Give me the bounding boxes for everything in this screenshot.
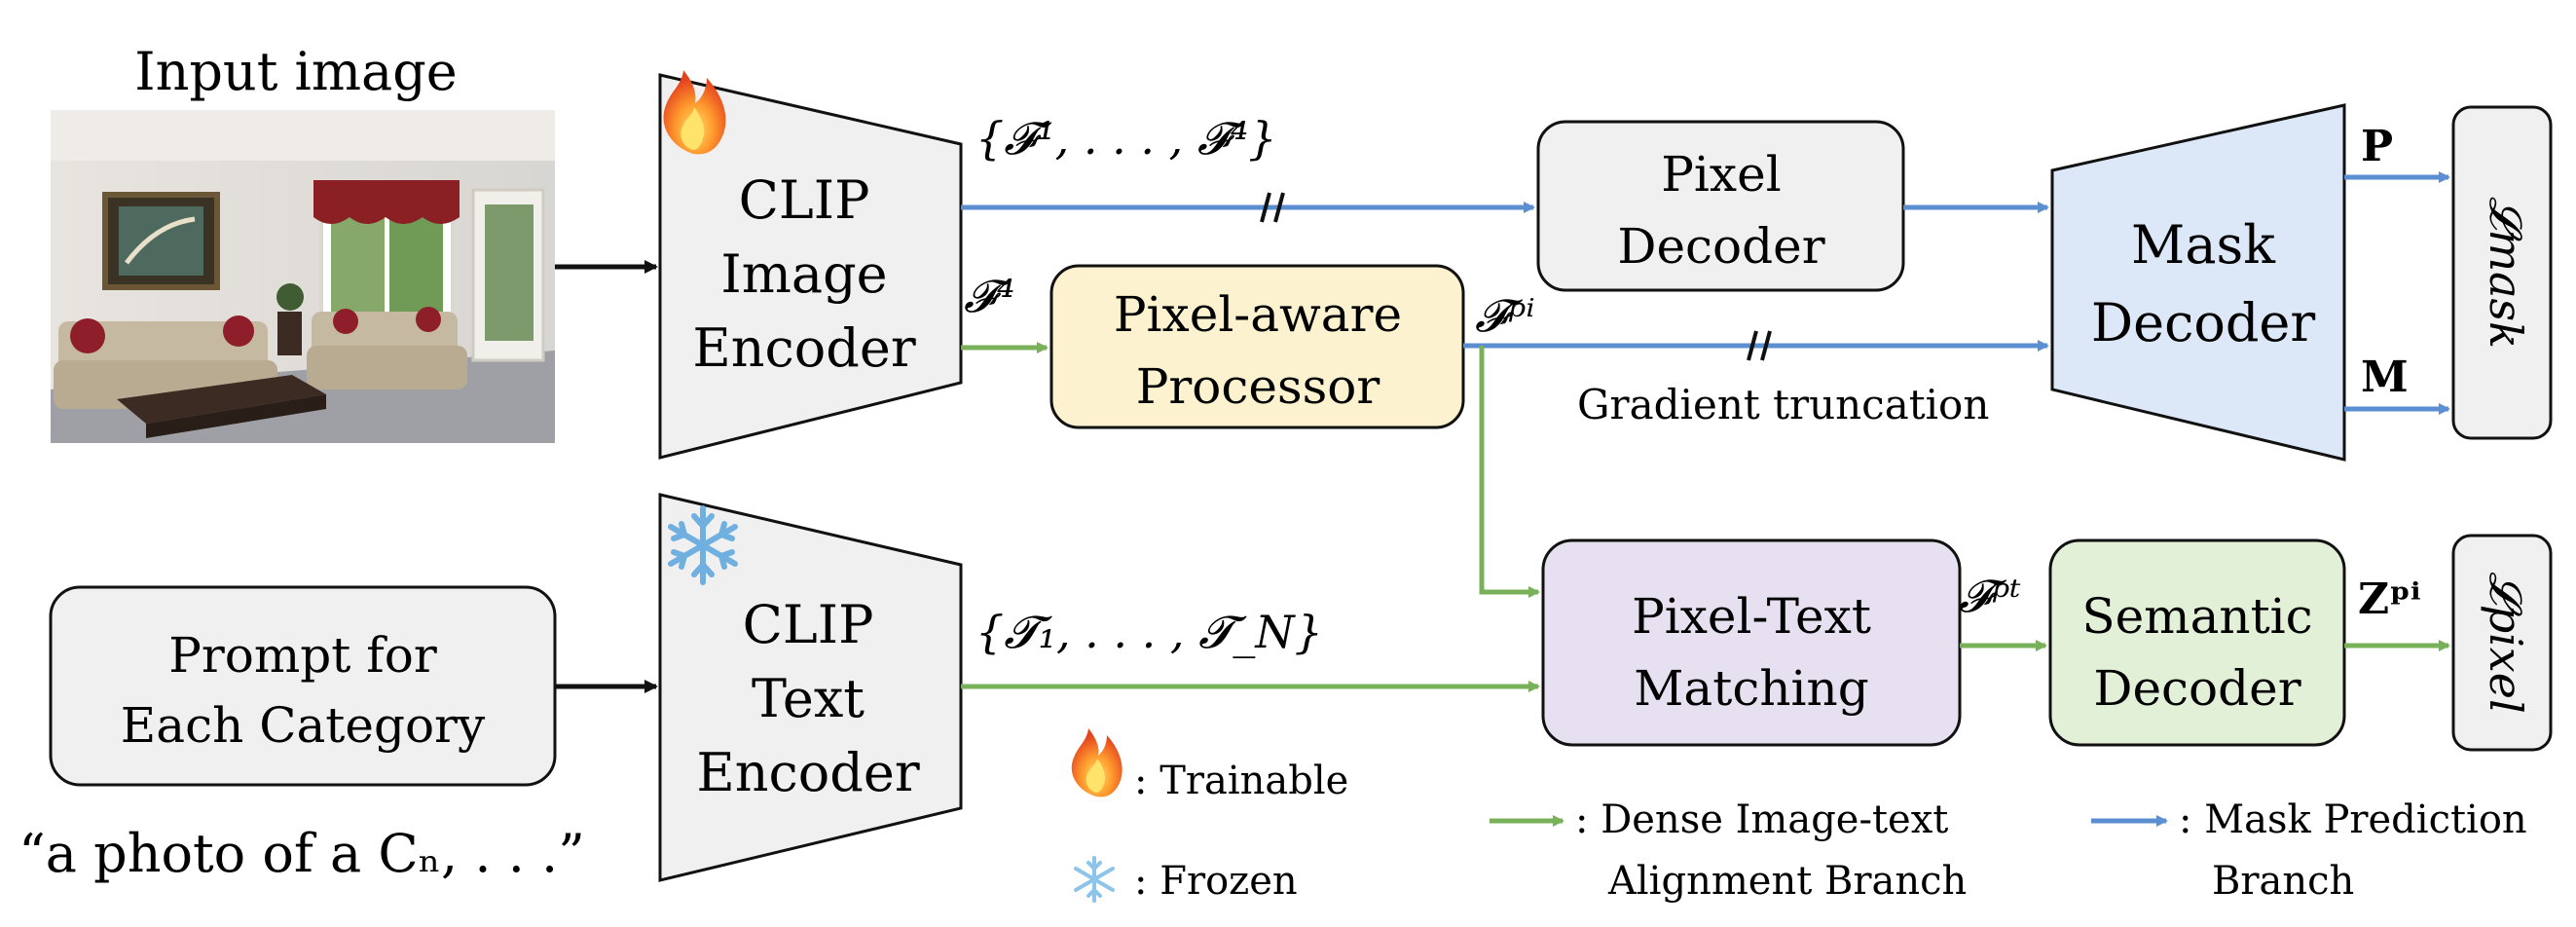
label-f-pi: 𝓕ᵖⁱ	[1475, 289, 1535, 342]
mask-decoder-line2: Decoder	[2091, 292, 2316, 353]
pixel-text-matching	[1541, 538, 1962, 747]
input-image-title: Input image	[134, 41, 458, 102]
pixel-decoder-line2: Decoder	[1617, 218, 1824, 275]
clip-text-encoder-line2: Text	[752, 668, 865, 729]
prompt-example: “a photo of a Cₙ, . . .”	[18, 823, 585, 884]
mask-decoder-line1: Mask	[2131, 214, 2276, 276]
pixel-aware-processor-line2: Processor	[1136, 358, 1380, 415]
pixel-decoder-line1: Pixel	[1661, 146, 1781, 203]
clip-text-encoder	[658, 493, 963, 882]
legend-mask-line2: Branch	[2212, 859, 2354, 904]
truncation-mark-1	[1260, 192, 1285, 223]
legend-mask-branch: : Mask Prediction Branch	[2091, 797, 2527, 904]
prompt-box-line1: Prompt for	[168, 627, 437, 684]
legend-dense-line2: Alignment Branch	[1607, 859, 1967, 904]
legend-mask-line1: : Mask Prediction	[2179, 797, 2527, 842]
clip-text-encoder-line1: CLIP	[743, 594, 874, 655]
semantic-decoder	[2048, 538, 2346, 747]
loss-pixel-label: 𝓛pixel	[2480, 572, 2532, 713]
pixel-aware-processor-line1: Pixel-aware	[1114, 286, 1402, 343]
input-room-image	[51, 110, 555, 443]
legend-snowflake-icon	[1074, 856, 1115, 903]
snowflake-icon	[668, 505, 738, 585]
loss-mask-box	[2451, 105, 2553, 440]
semantic-decoder-line1: Semantic	[2081, 588, 2312, 645]
label-m: M	[2361, 352, 2409, 402]
legend-frozen: : Frozen	[1074, 856, 1298, 904]
label-f4: 𝓕⁴	[964, 270, 1014, 322]
legend-frozen-text: : Frozen	[1134, 859, 1298, 904]
label-z-pi: Zᵖⁱ	[2358, 575, 2421, 624]
clip-text-encoder-line3: Encoder	[696, 742, 919, 803]
label-f-set: {𝓕¹, . . . , 𝓕⁴}	[975, 112, 1277, 165]
label-t-set: {𝓣₁, . . . , 𝓣_N}	[975, 606, 1323, 658]
loss-mask-label: 𝓛mask	[2480, 197, 2532, 349]
pixel-text-matching-line1: Pixel-Text	[1632, 588, 1871, 645]
fire-icon	[663, 70, 726, 155]
prompt-box-line2: Each Category	[121, 697, 486, 754]
truncation-mark-2	[1747, 330, 1772, 361]
legend-fire-icon	[1071, 728, 1122, 797]
pixel-text-matching-line2: Matching	[1634, 660, 1869, 717]
label-p: P	[2361, 122, 2393, 171]
clip-image-encoder	[658, 73, 963, 460]
loss-pixel-box	[2451, 534, 2553, 752]
semantic-decoder-line2: Decoder	[2093, 660, 2300, 717]
legend-trainable: : Trainable	[1071, 728, 1348, 803]
legend-dense-branch: : Dense Image-text Alignment Branch	[1490, 797, 1967, 904]
legend-dense-line1: : Dense Image-text	[1575, 797, 1948, 842]
label-f-pt: 𝓕ᵖᵗ	[1959, 570, 2021, 622]
mask-decoder	[2050, 103, 2346, 462]
clip-image-encoder-line2: Image	[720, 243, 887, 305]
arrow-pixel-aware-to-matching	[1479, 346, 1540, 598]
clip-image-encoder-line3: Encoder	[692, 317, 915, 379]
clip-image-encoder-line1: CLIP	[739, 169, 870, 231]
prompt-box	[49, 585, 557, 787]
gradient-truncation-label: Gradient truncation	[1577, 381, 1989, 428]
legend-trainable-text: : Trainable	[1134, 759, 1348, 803]
